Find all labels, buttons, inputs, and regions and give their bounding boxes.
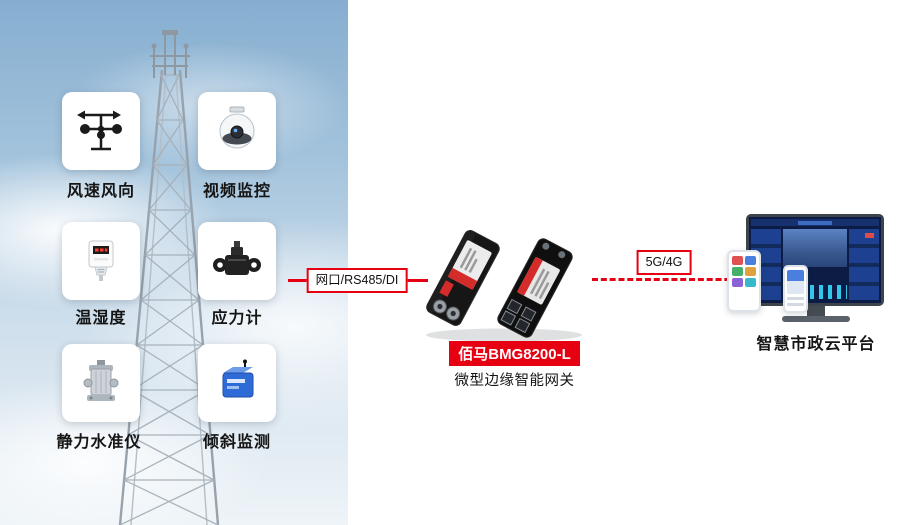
monitor-stand-base [782,316,850,322]
sensor-card-tilt [198,344,276,422]
sensor-card-static-level [62,344,140,422]
sensor-card-temp-humidity [62,222,140,300]
sensor-label-stress-gauge: 应力计 [211,310,263,327]
static-level-gauge-icon [83,360,119,401]
app-tile [732,256,743,265]
platform-label: 智慧市政云平台 [756,336,876,353]
tablet-app-grid [731,256,757,287]
stress-gauge-icon [213,241,261,275]
sensor-card-stress-gauge [198,222,276,300]
sensor-card-wind [62,92,140,170]
sensor-label-camera: 视频监控 [202,183,271,200]
dashboard-screen [749,217,881,303]
wireless-link-line [592,278,748,281]
anemometer-icon [77,110,122,151]
monitor-stand-neck [807,306,825,317]
wired-link-label: 网口/RS485/DI [306,268,408,293]
dashboard-map-view [783,229,847,267]
phone-text-line [787,303,804,306]
gateway-model-badge: 佰马BMG8200-L [449,341,580,366]
tower-photo-panel: 风速风向 视频监控 温湿度 应力计 静力水准仪 倾斜监测 [0,0,348,525]
smartphone-icon [783,265,808,313]
app-tile [732,267,743,276]
wireless-link-label: 5G/4G [636,250,692,275]
sensor-label-wind: 风速风向 [66,183,135,200]
phone-screen [787,270,804,294]
gateway-device-icon [426,230,582,342]
monitor-dashboard-icon [746,214,884,306]
temp-humidity-sensor-icon [88,240,114,281]
phone-text-line [787,297,804,300]
sensor-label-tilt: 倾斜监测 [202,434,271,451]
sensor-label-static-level: 静力水准仪 [56,434,142,451]
app-tile [745,278,756,287]
dashboard-alert-block [865,233,874,238]
app-tile [745,267,756,276]
gateway-caption: 佰马BMG8200-L 微型边缘智能网关 [407,341,622,390]
tilt-sensor-icon [222,359,254,398]
gateway-description: 微型边缘智能网关 [454,373,575,389]
dashboard-right-widgets [849,229,879,300]
app-tile [732,278,743,287]
sensor-label-temp-humidity: 温湿度 [75,310,127,327]
tablet-icon [727,250,761,312]
telecom-tower-icon [118,30,220,525]
sensor-card-camera [198,92,276,170]
app-tile [745,256,756,265]
dashboard-title-block [798,220,832,225]
dome-camera-icon [219,106,255,149]
